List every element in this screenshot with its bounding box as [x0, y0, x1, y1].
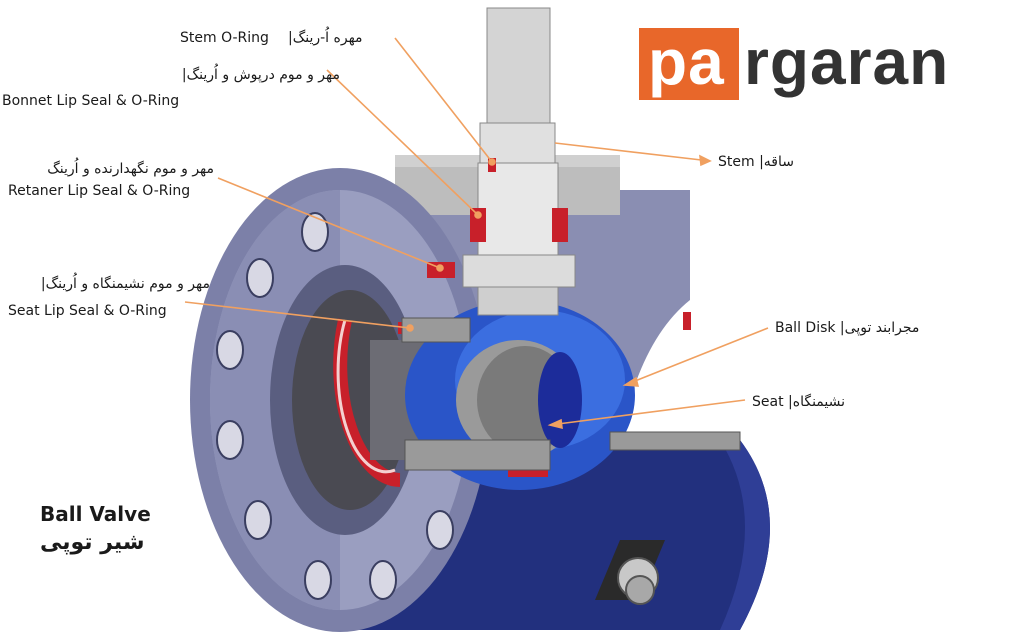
stem — [462, 7, 576, 316]
seat-rings — [401, 317, 741, 471]
label-retainer-seal-fa: مهر و موم نگهدارنده و اُرینگ — [47, 161, 214, 177]
label-seat-seal-en: Seat Lip Seal & O-Ring — [8, 303, 167, 319]
label-stem-oring-fa: مهره اُ-رینگ| — [288, 30, 363, 46]
title-fa: شیر توپی — [40, 530, 145, 555]
logo-part1: pa — [648, 26, 725, 98]
logo-part2: rgaran — [744, 26, 950, 98]
label-stem-oring-en: Stem O-Ring — [180, 30, 269, 46]
drain-plug — [595, 540, 665, 605]
label-seat: Seat |نشیمنگاه — [752, 394, 846, 410]
title-en: Ball Valve — [40, 502, 151, 526]
label-bonnet-seal-en: Bonnet Lip Seal & O-Ring — [2, 93, 180, 109]
leader-lines — [184, 37, 769, 430]
label-ball-disk: Ball Disk |مجرابند توپی — [775, 320, 920, 336]
label-seat-seal-fa: مهر و موم نشیمنگاه و اُرینگ| — [40, 276, 210, 292]
label-retainer-seal-en: Retaner Lip Seal & O-Ring — [8, 183, 191, 199]
label-bonnet-seal-fa: مهر و موم درپوش و اُرینگ| — [181, 67, 340, 83]
bolt-holes — [216, 212, 454, 600]
seat-seal-ring — [333, 318, 401, 487]
label-stem: Stem |ساقه — [718, 154, 794, 170]
logo-box — [639, 28, 739, 100]
